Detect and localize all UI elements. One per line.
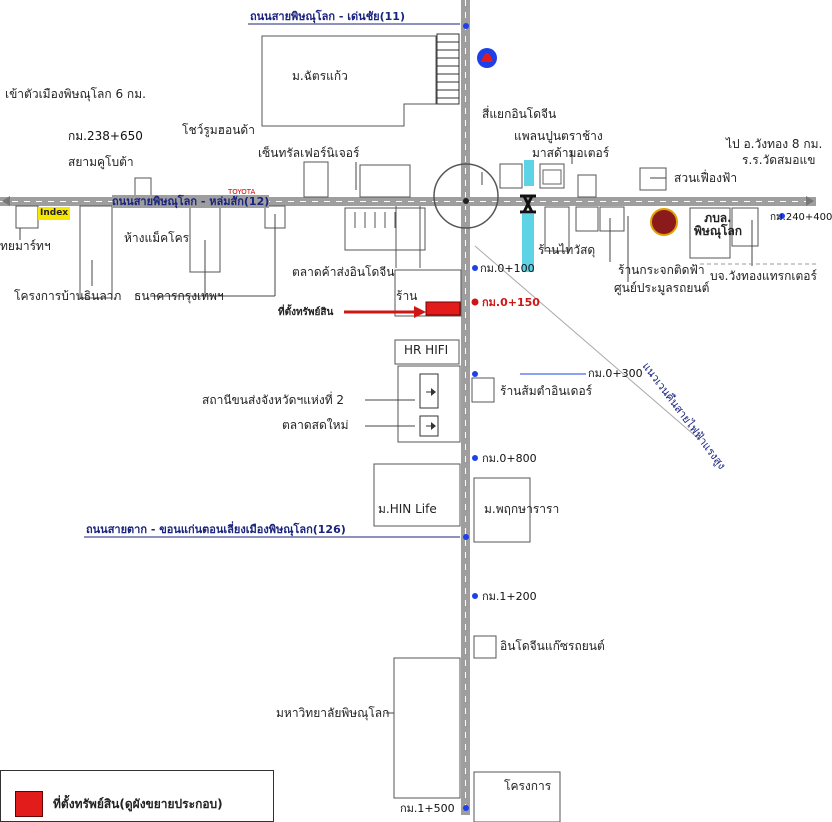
place-new-market: ตลาดสดใหม่ <box>282 418 349 432</box>
east-arrow <box>806 196 814 206</box>
place-wangthong-co: บจ.วังทองแทรกเตอร์ <box>710 269 817 283</box>
main-road-ns <box>461 0 470 815</box>
km-0100: กม.0+100 <box>480 262 535 275</box>
km-1200: กม.1+200 <box>482 590 537 603</box>
place-siam-kubota: สยามคูโบต้า <box>68 155 134 169</box>
bridge-icon <box>520 194 536 214</box>
place-central: เซ็นทรัลเฟอร์นิเจอร์ <box>258 146 360 160</box>
place-bangkok-bank: ธนาคารกรุงเทพฯ <box>134 289 224 303</box>
km-240: กม.240+400 <box>770 212 832 223</box>
km-238: กม.238+650 <box>68 129 143 143</box>
km-0800: กม.0+800 <box>482 452 537 465</box>
property-marker <box>425 301 461 316</box>
place-hr-hifi: HR HIFI <box>404 343 449 357</box>
km-0300: กม.0+300 <box>588 367 643 380</box>
place-police: ภบล. พิษณุโลก <box>694 211 743 238</box>
striped-building <box>436 33 460 105</box>
place-suan-fueangfa: สวนเฟื่องฟ้า <box>674 171 738 185</box>
place-makro: ห้างแม็คโคร <box>124 231 190 245</box>
place-service-center: ศูนย์ประมูลรถยนต์ <box>614 281 710 295</box>
canal <box>524 160 534 186</box>
place-bus-station: สถานีขนส่งจังหวัดฯแห่งที่ 2 <box>202 393 345 407</box>
place-indochina-junction: สี่แยกอินโดจีน <box>482 107 557 121</box>
place-shop-indoor: ร้านส้มตำอินเดอร์ <box>500 384 593 398</box>
chatkaeo-building <box>261 35 437 127</box>
km-0150: กม.0+150 <box>482 296 540 309</box>
place-to-wangthong: ไป อ.วังทอง 8 กม. <box>726 137 823 151</box>
km-1500: กม.1+500 <box>400 802 455 815</box>
roundabout <box>433 163 499 229</box>
road-label-main: ถนนสายพิษณุโลก - หล่มสัก(12) <box>112 195 270 208</box>
place-shop-1: ร้าน <box>396 289 418 303</box>
place-to-city: เข้าตัวเมืองพิษณุโลก 6 กม. <box>5 87 146 101</box>
place-mazda: มาสด้ามอเตอร์ <box>532 146 610 160</box>
toyota-logo: TOYOTA <box>228 188 256 196</box>
legend-swatch <box>15 791 43 817</box>
place-mart: ทยมาร์ทฯ <box>0 239 51 253</box>
place-chang-cement: แพลนปูนตราช้าง <box>514 129 603 143</box>
place-baan-thinlarp: โครงการบ้านธินลาภ <box>14 289 122 303</box>
place-indochina-market: ตลาดค้าส่งอินโดจีน <box>292 265 395 279</box>
place-chatkaeo: ม.ฉัตรแก้ว <box>292 69 348 83</box>
mazda-logo <box>542 169 562 185</box>
police-emblem <box>650 208 678 236</box>
powerline <box>474 245 701 441</box>
place-shop-vichai: ร้านไทวัสดุ <box>538 243 596 257</box>
place-project: โครงการ <box>504 779 552 793</box>
place-wat-school: ร.ร.วัดสมอแข <box>742 153 816 167</box>
place-indochina-glass: อินโดจีนแก๊ซรถยนต์ <box>500 639 605 653</box>
index-logo: Index <box>38 207 71 220</box>
road-label-top: ถนนสายพิษณุโลก - เด่นชัย(11) <box>250 10 405 23</box>
place-showroom: โชว์รูมฮอนด้า <box>182 123 255 137</box>
place-pruksa: ม.พฤกษารารา <box>484 502 560 516</box>
legend-label: ที่ตั้งทรัพย์สิน(ดูผังขยายประกอบ) <box>53 797 223 811</box>
west-arrow <box>2 196 10 206</box>
place-hin-life: ม.HIN Life <box>378 502 437 516</box>
place-shop-glass: ร้านกระจกติดฟ้า <box>618 263 705 277</box>
place-property-pointer: ที่ตั้งทรัพย์สิน <box>278 307 334 318</box>
road-label-ring: ถนนสายตาก - ขอนแก่นตอนเลี่ยงเมืองพิษณุโล… <box>86 523 346 536</box>
legend: ที่ตั้งทรัพย์สิน(ดูผังขยายประกอบ) <box>0 770 274 822</box>
place-university: มหาวิทยาลัยพิษณุโลก <box>276 706 390 720</box>
